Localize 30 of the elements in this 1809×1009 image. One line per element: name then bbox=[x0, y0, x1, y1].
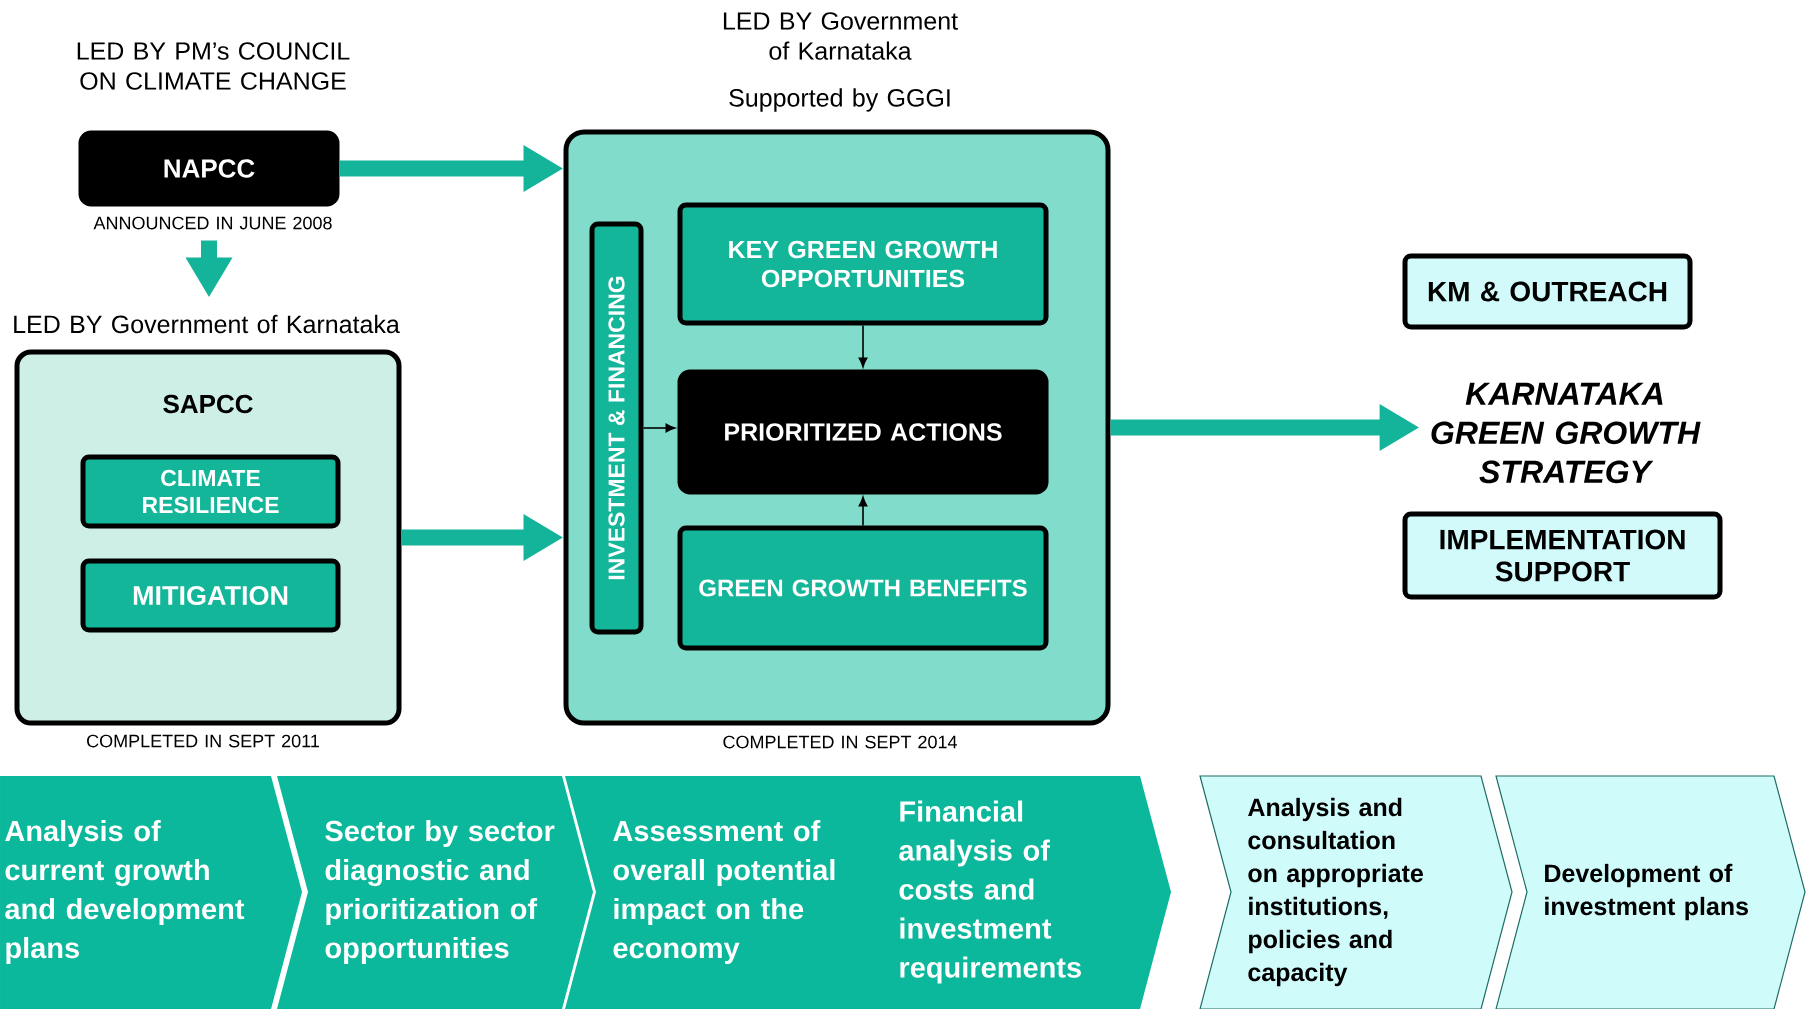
node-label: Assessment of overall potential impact on the economy bbox=[613, 819, 835, 965]
action-box: PRIORITIZED ACTIONS bbox=[677, 369, 1049, 495]
chevron-step: Analysis of current growth and development plans bbox=[0, 776, 302, 1009]
chevron-step: Financial analysis of costs and investment requirements bbox=[851, 776, 1171, 1009]
outcome-box: IMPLEMENTATION SUPPORT bbox=[1402, 511, 1723, 600]
step-box: KEY GREEN GROWTH OPPORTUNITIES bbox=[677, 202, 1049, 326]
arrow bbox=[858, 496, 868, 527]
strategy-title: KARNATAKA GREEN GROWTH STRATEGY bbox=[1431, 382, 1701, 484]
caption-text: LED BY Government of Karnataka bbox=[723, 12, 958, 60]
caption-text: LED BY Government of Karnataka bbox=[14, 314, 400, 334]
arrow bbox=[858, 324, 868, 368]
step-box: MITIGATION bbox=[80, 558, 341, 633]
caption-text: Supported by GGGI bbox=[729, 88, 950, 112]
step-box: CLIMATE RESILIENCE bbox=[80, 454, 341, 529]
node-label: Financial analysis of costs and investment requirements bbox=[899, 800, 1081, 984]
caption-text: ANNOUNCED IN JUNE 2008 bbox=[93, 216, 332, 230]
arrow bbox=[642, 423, 676, 433]
outcome-box: KM & OUTREACH bbox=[1402, 253, 1693, 330]
side-bar: INVESTMENT & FINANCING bbox=[589, 221, 644, 635]
action-box: NAPCC bbox=[78, 130, 340, 207]
caption-text: COMPLETED IN SEPT 2011 bbox=[87, 734, 319, 748]
panel-title: SAPCC bbox=[163, 394, 253, 414]
chevron-step: Analysis and consultation on appropriate institutions, policies and capacity bbox=[1199, 775, 1513, 1009]
chevron-step: Development of investment plans bbox=[1495, 775, 1806, 1009]
node-label: Sector by sector diagnostic and prioritization of opportunities bbox=[325, 819, 555, 965]
node-label: Analysis of current growth and development plans bbox=[5, 819, 245, 965]
caption-text: COMPLETED IN SEPT 2014 bbox=[723, 735, 957, 749]
chevron-step: Sector by sector diagnostic and prioritization of opportunities bbox=[277, 776, 593, 1009]
caption-text: LED BY PM’s COUNCIL ON CLIMATE CHANGE bbox=[77, 42, 350, 90]
step-box: GREEN GROWTH BENEFITS bbox=[677, 525, 1049, 651]
